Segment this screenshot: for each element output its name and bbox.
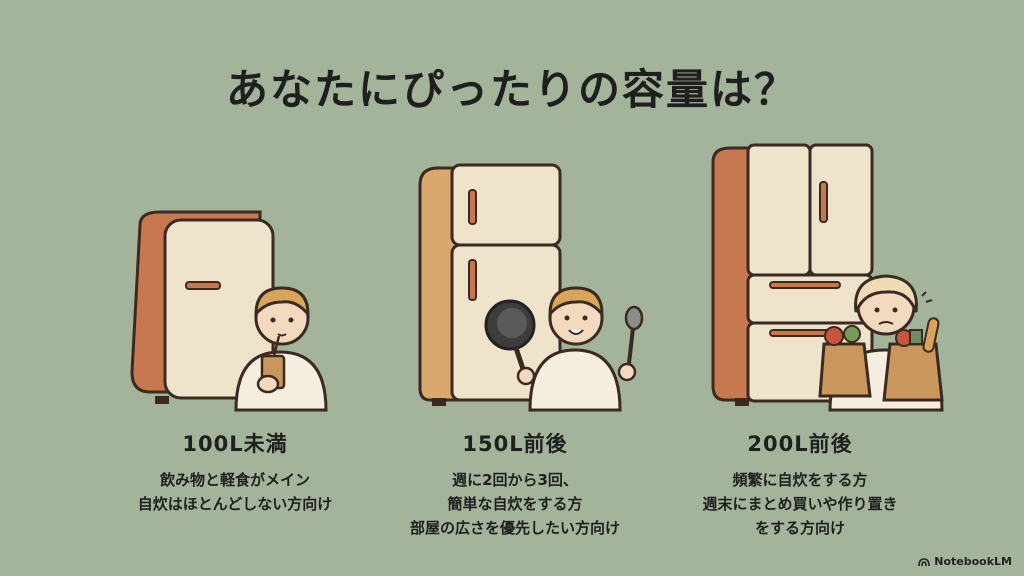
- large-fridge-illustration: [711, 143, 874, 406]
- description-line: 頻繁に自炊をする方: [732, 471, 868, 489]
- notebooklm-watermark: NotebookLM: [918, 555, 1012, 568]
- description-line: 部屋の広さを優先したい方向け: [409, 519, 620, 537]
- description-line: 週末にまとめ買いや作り置き: [702, 495, 898, 513]
- capacity-label: 200L前後: [747, 432, 853, 456]
- person-with-shopping-bags-illustration: [818, 274, 944, 412]
- description-line: 週に2回から3回、: [452, 471, 578, 489]
- description-line: をする方向け: [754, 519, 845, 537]
- option-200l: 200L前後 頻繁に自炊をする方 週末にまとめ買いや作り置き をする方向け: [640, 428, 960, 540]
- option-150l: 150L前後 週に2回から3回、 簡単な自炊をする方 部屋の広さを優先したい方向…: [355, 428, 675, 540]
- description-line: 自炊はほとんどしない方向け: [137, 495, 333, 513]
- option-100l: 100L未満 飲み物と軽食がメイン 自炊はほとんどしない方向け: [75, 428, 395, 516]
- capacity-label: 150L前後: [462, 432, 568, 456]
- person-with-drink-illustration: [234, 286, 328, 412]
- capacity-label: 100L未満: [182, 432, 288, 456]
- description-line: 簡単な自炊をする方: [447, 495, 583, 513]
- page-title: あなたにぴったりの容量は？: [225, 65, 798, 114]
- notebooklm-logo-icon: [918, 557, 931, 566]
- brand-label: NotebookLM: [934, 555, 1012, 568]
- description-line: 飲み物と軽食がメイン: [159, 471, 310, 489]
- person-with-pan-illustration: [484, 286, 644, 412]
